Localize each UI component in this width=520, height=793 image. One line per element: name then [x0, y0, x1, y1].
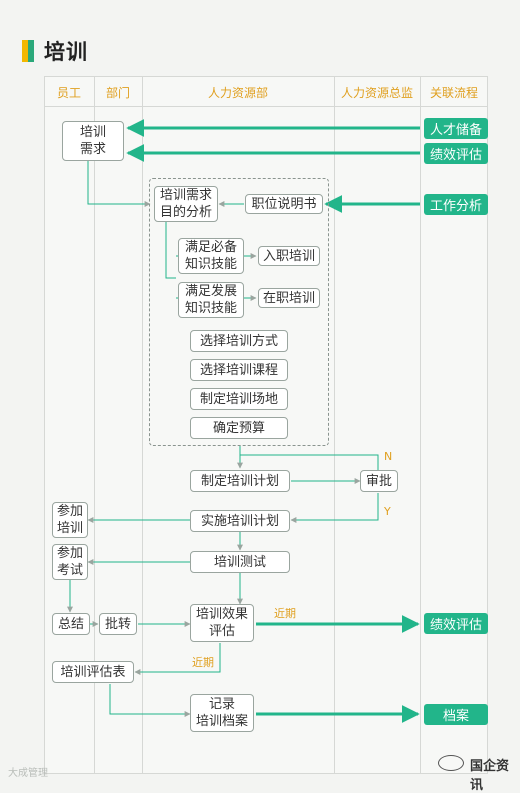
- label-no: N: [384, 450, 393, 463]
- lane-header-hr-director: 人力资源总监: [340, 86, 413, 100]
- watermark-right: 国企资讯: [470, 759, 510, 793]
- training-need-box: 培训 需求: [62, 121, 124, 161]
- lane-header-employee: 员工: [56, 86, 81, 100]
- related-talent-reserve: 人才储备: [424, 118, 488, 139]
- job-description-box: 职位说明书: [245, 194, 323, 214]
- training-test-box: 培训测试: [190, 551, 290, 573]
- set-budget-box: 确定预算: [190, 417, 288, 439]
- choose-method-box: 选择培训方式: [190, 330, 288, 352]
- title-accent-green: [28, 40, 34, 62]
- summary-box: 总结: [52, 613, 90, 635]
- onjob-training-box: 在职培训: [258, 288, 320, 308]
- lane-header-department: 部门: [105, 86, 130, 100]
- lane-header-hr: 人力资源部: [207, 86, 268, 100]
- record-archive-box: 记录 培训档案: [190, 694, 254, 732]
- title-accent-yellow: [22, 40, 28, 62]
- swimlane-header-band: [44, 76, 488, 107]
- related-archive: 档案: [424, 704, 488, 725]
- join-training-box: 参加 培训: [52, 502, 88, 538]
- related-performance-eval: 绩效评估: [424, 143, 488, 164]
- set-venue-box: 制定培训场地: [190, 388, 288, 410]
- lane-divider: [334, 76, 335, 774]
- lane-divider: [142, 76, 143, 774]
- need-analysis-box: 培训需求 目的分析: [154, 186, 218, 222]
- wechat-icon: [438, 755, 464, 771]
- advanced-skills-box: 满足发展 知识技能: [178, 282, 244, 318]
- label-yes: Y: [384, 505, 391, 518]
- lane-divider: [420, 76, 421, 774]
- analysis-group-outline: [149, 178, 329, 446]
- basic-skills-box: 满足必备 知识技能: [178, 238, 244, 274]
- related-job-analysis: 工作分析: [424, 194, 488, 215]
- label-near-term-2: 近期: [192, 656, 214, 669]
- related-performance-eval-2: 绩效评估: [424, 613, 488, 634]
- lane-divider: [94, 76, 95, 774]
- effect-eval-box: 培训效果 评估: [190, 604, 254, 642]
- lane-header-related: 关联流程: [429, 86, 478, 100]
- choose-course-box: 选择培训课程: [190, 359, 288, 381]
- forward-box: 批转: [99, 613, 137, 635]
- approve-box: 审批: [360, 470, 398, 492]
- label-near-term: 近期: [274, 607, 296, 620]
- page-title: 培训: [44, 40, 88, 64]
- onboarding-training-box: 入职培训: [258, 246, 320, 266]
- eval-form-box: 培训评估表: [52, 661, 134, 683]
- implement-plan-box: 实施培训计划: [190, 510, 290, 532]
- watermark-left: 大成管理: [8, 768, 48, 779]
- join-exam-box: 参加 考试: [52, 544, 88, 580]
- make-plan-box: 制定培训计划: [190, 470, 290, 492]
